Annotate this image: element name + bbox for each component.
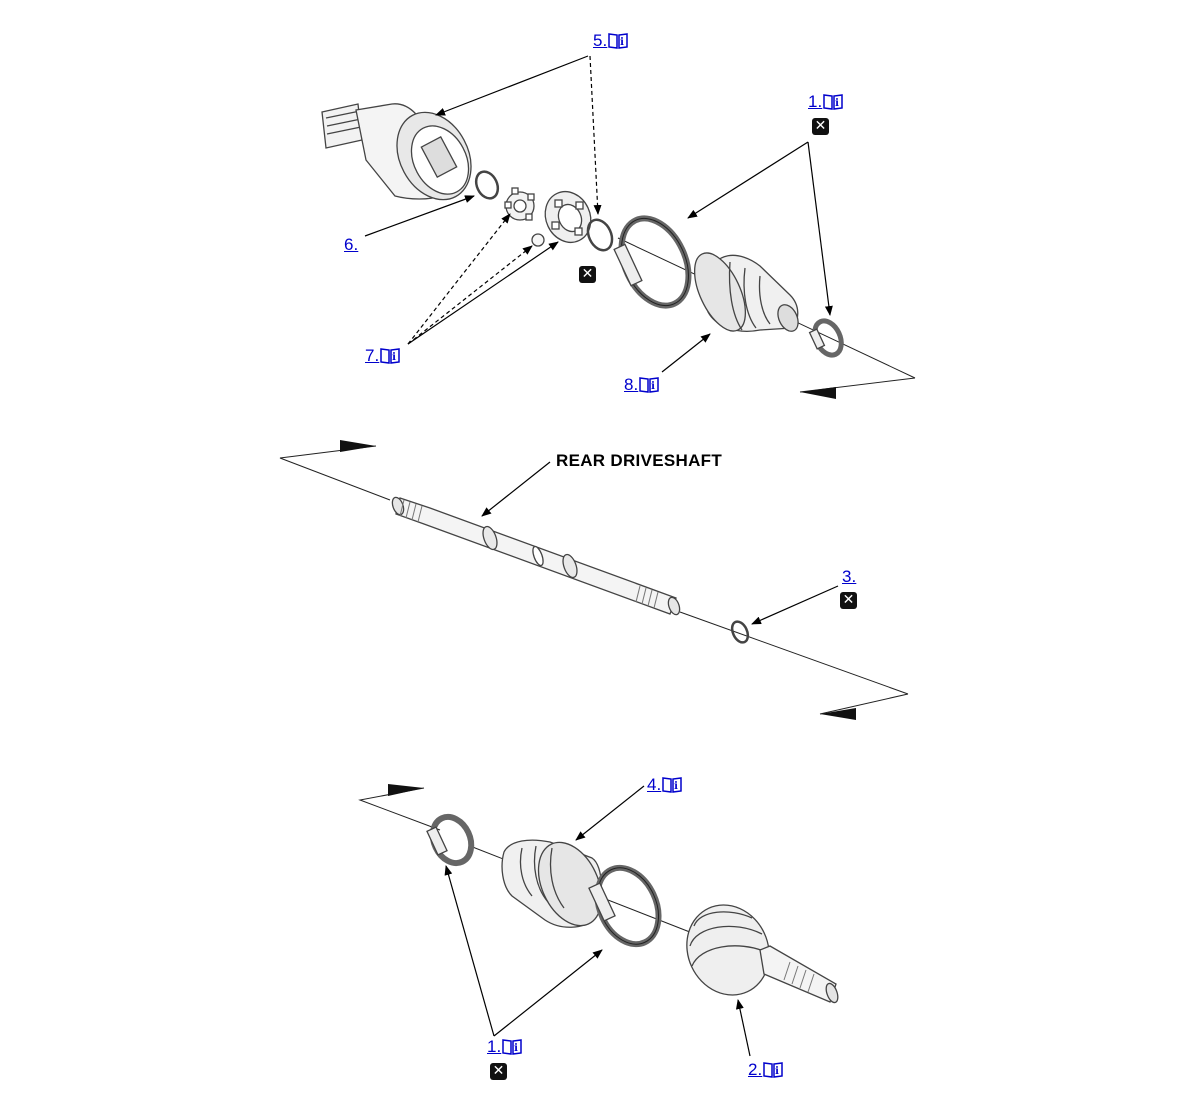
- svg-text:i: i: [835, 98, 839, 109]
- outboard-joint-group: [358, 784, 839, 1004]
- boot-band-large-top: [613, 215, 692, 309]
- replace-part-icon: ✕: [812, 118, 829, 135]
- inboard-joint-group: [321, 103, 916, 399]
- leader-lines-middle: [481, 461, 839, 625]
- rear-driveshaft-label: REAR DRIVESHAFT: [556, 451, 723, 470]
- svg-text:i: i: [674, 781, 678, 792]
- leader-lines-top: [364, 55, 833, 373]
- replace-part-icon: ✕: [840, 592, 857, 609]
- svg-text:i: i: [651, 381, 655, 392]
- callout-1-top[interactable]: 1. i: [808, 92, 843, 112]
- boot-band-large-bottom: [588, 864, 662, 948]
- svg-text:i: i: [620, 37, 624, 48]
- replace-part-icon: ✕: [579, 266, 596, 283]
- outboard-boot: [501, 839, 603, 928]
- svg-text:i: i: [514, 1043, 518, 1054]
- inboard-boot: [693, 252, 799, 332]
- ball-cage: [544, 191, 592, 243]
- inboard-housing: [321, 103, 472, 201]
- callout-2[interactable]: 2. i: [748, 1060, 783, 1080]
- rear-driveshaft: [391, 496, 681, 616]
- outboard-joint: [686, 904, 839, 1004]
- leader-lines-bottom: [444, 785, 751, 1057]
- info-book-icon: i: [502, 1039, 522, 1055]
- ball-bearing: [531, 233, 545, 247]
- info-book-icon: i: [380, 348, 400, 364]
- svg-text:i: i: [775, 1066, 779, 1077]
- boot-band-small-top: [808, 318, 844, 358]
- callout-1-bottom[interactable]: 1. i: [487, 1037, 522, 1057]
- boot-band-small-bottom: [426, 813, 475, 867]
- inner-race: [504, 187, 535, 221]
- info-book-icon: i: [763, 1062, 783, 1078]
- info-book-icon: i: [662, 777, 682, 793]
- snap-ring-shaft: [730, 620, 750, 644]
- callout-7[interactable]: 7. i: [365, 346, 400, 366]
- callout-4[interactable]: 4. i: [647, 775, 682, 795]
- info-book-icon: i: [608, 33, 628, 49]
- circlip: [586, 218, 614, 252]
- svg-text:i: i: [392, 352, 396, 363]
- info-book-icon: i: [823, 94, 843, 110]
- driveshaft-group: [279, 440, 909, 720]
- callout-6[interactable]: 6.: [344, 235, 359, 254]
- snap-ring-small: [474, 170, 500, 200]
- callout-3[interactable]: 3.: [842, 567, 857, 586]
- callout-8[interactable]: 8. i: [624, 375, 659, 395]
- info-book-icon: i: [639, 377, 659, 393]
- callout-5[interactable]: 5. i: [593, 31, 628, 51]
- replace-part-icon: ✕: [490, 1063, 507, 1080]
